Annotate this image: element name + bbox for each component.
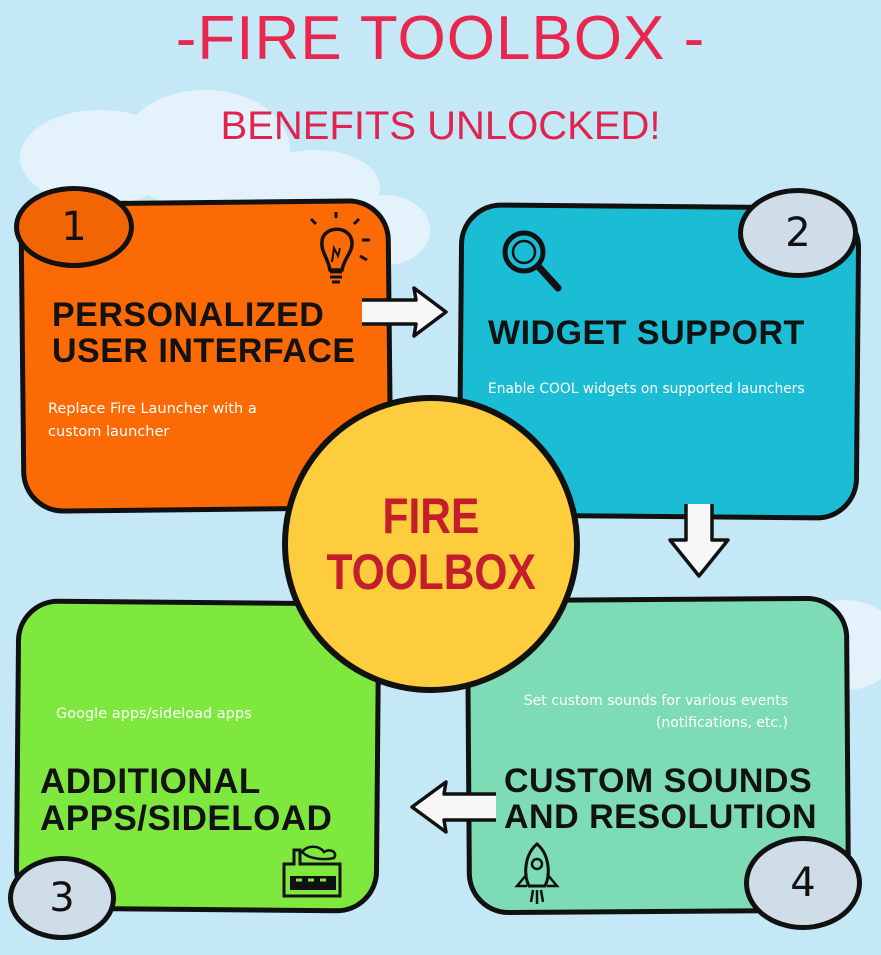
step-badge-1: 1 (14, 186, 134, 268)
card-3-heading: ADDITIONAL APPS/SIDELOAD (40, 762, 333, 838)
arrow-down-icon (666, 500, 732, 580)
center-title-line1: FIRE (382, 488, 480, 544)
card-2-description: Enable COOL widgets on supported launche… (488, 381, 805, 397)
card-3-description: Google apps/sideload apps (56, 706, 252, 722)
center-logo-circle: FIRE TOOLBOX (282, 395, 580, 693)
magnifier-icon (498, 226, 568, 296)
factory-icon (280, 842, 346, 900)
rocket-icon (505, 840, 569, 906)
card-1-heading: PERSONALIZED USER INTERFACE (52, 296, 356, 370)
page-subtitle: BENEFITS UNLOCKED! (220, 104, 661, 148)
page-title: -FIRE TOOLBOX - (175, 4, 706, 73)
step-badge-4: 4 (744, 836, 862, 930)
step-badge-2: 2 (738, 188, 858, 278)
lightbulb-icon (300, 212, 380, 292)
card-4-heading: CUSTOM SOUNDS AND RESOLUTION (504, 762, 817, 836)
card-2-heading: WIDGET SUPPORT (488, 314, 805, 352)
card-1-description: Replace Fire Launcher with a custom laun… (48, 401, 257, 441)
step-badge-3: 3 (8, 856, 116, 940)
arrow-left-icon (408, 776, 500, 838)
card-4-description: Set custom sounds for various events (no… (523, 693, 788, 732)
center-title-line2: TOOLBOX (326, 544, 536, 600)
arrow-right-icon (358, 282, 450, 342)
